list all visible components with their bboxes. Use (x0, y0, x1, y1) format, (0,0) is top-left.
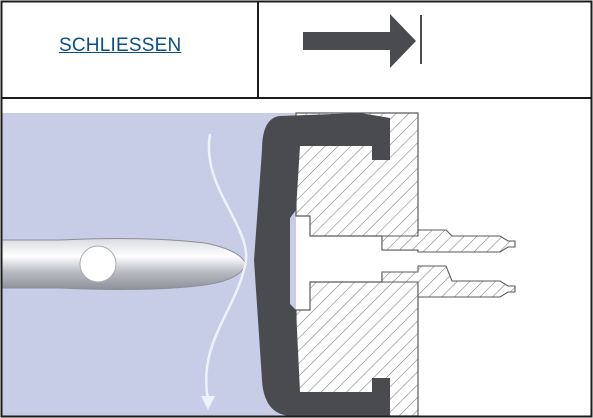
connector-lower (381, 265, 516, 298)
flow-line (205, 133, 248, 401)
shaft-hole (79, 245, 117, 283)
shaft (1, 238, 247, 290)
close-button[interactable]: SCHLIESSEN (59, 35, 182, 56)
connector-upper (381, 229, 516, 253)
flow-arrow-head (201, 396, 215, 410)
arrow-right-to-bar-icon (303, 14, 422, 68)
seal-membrane (254, 113, 390, 416)
